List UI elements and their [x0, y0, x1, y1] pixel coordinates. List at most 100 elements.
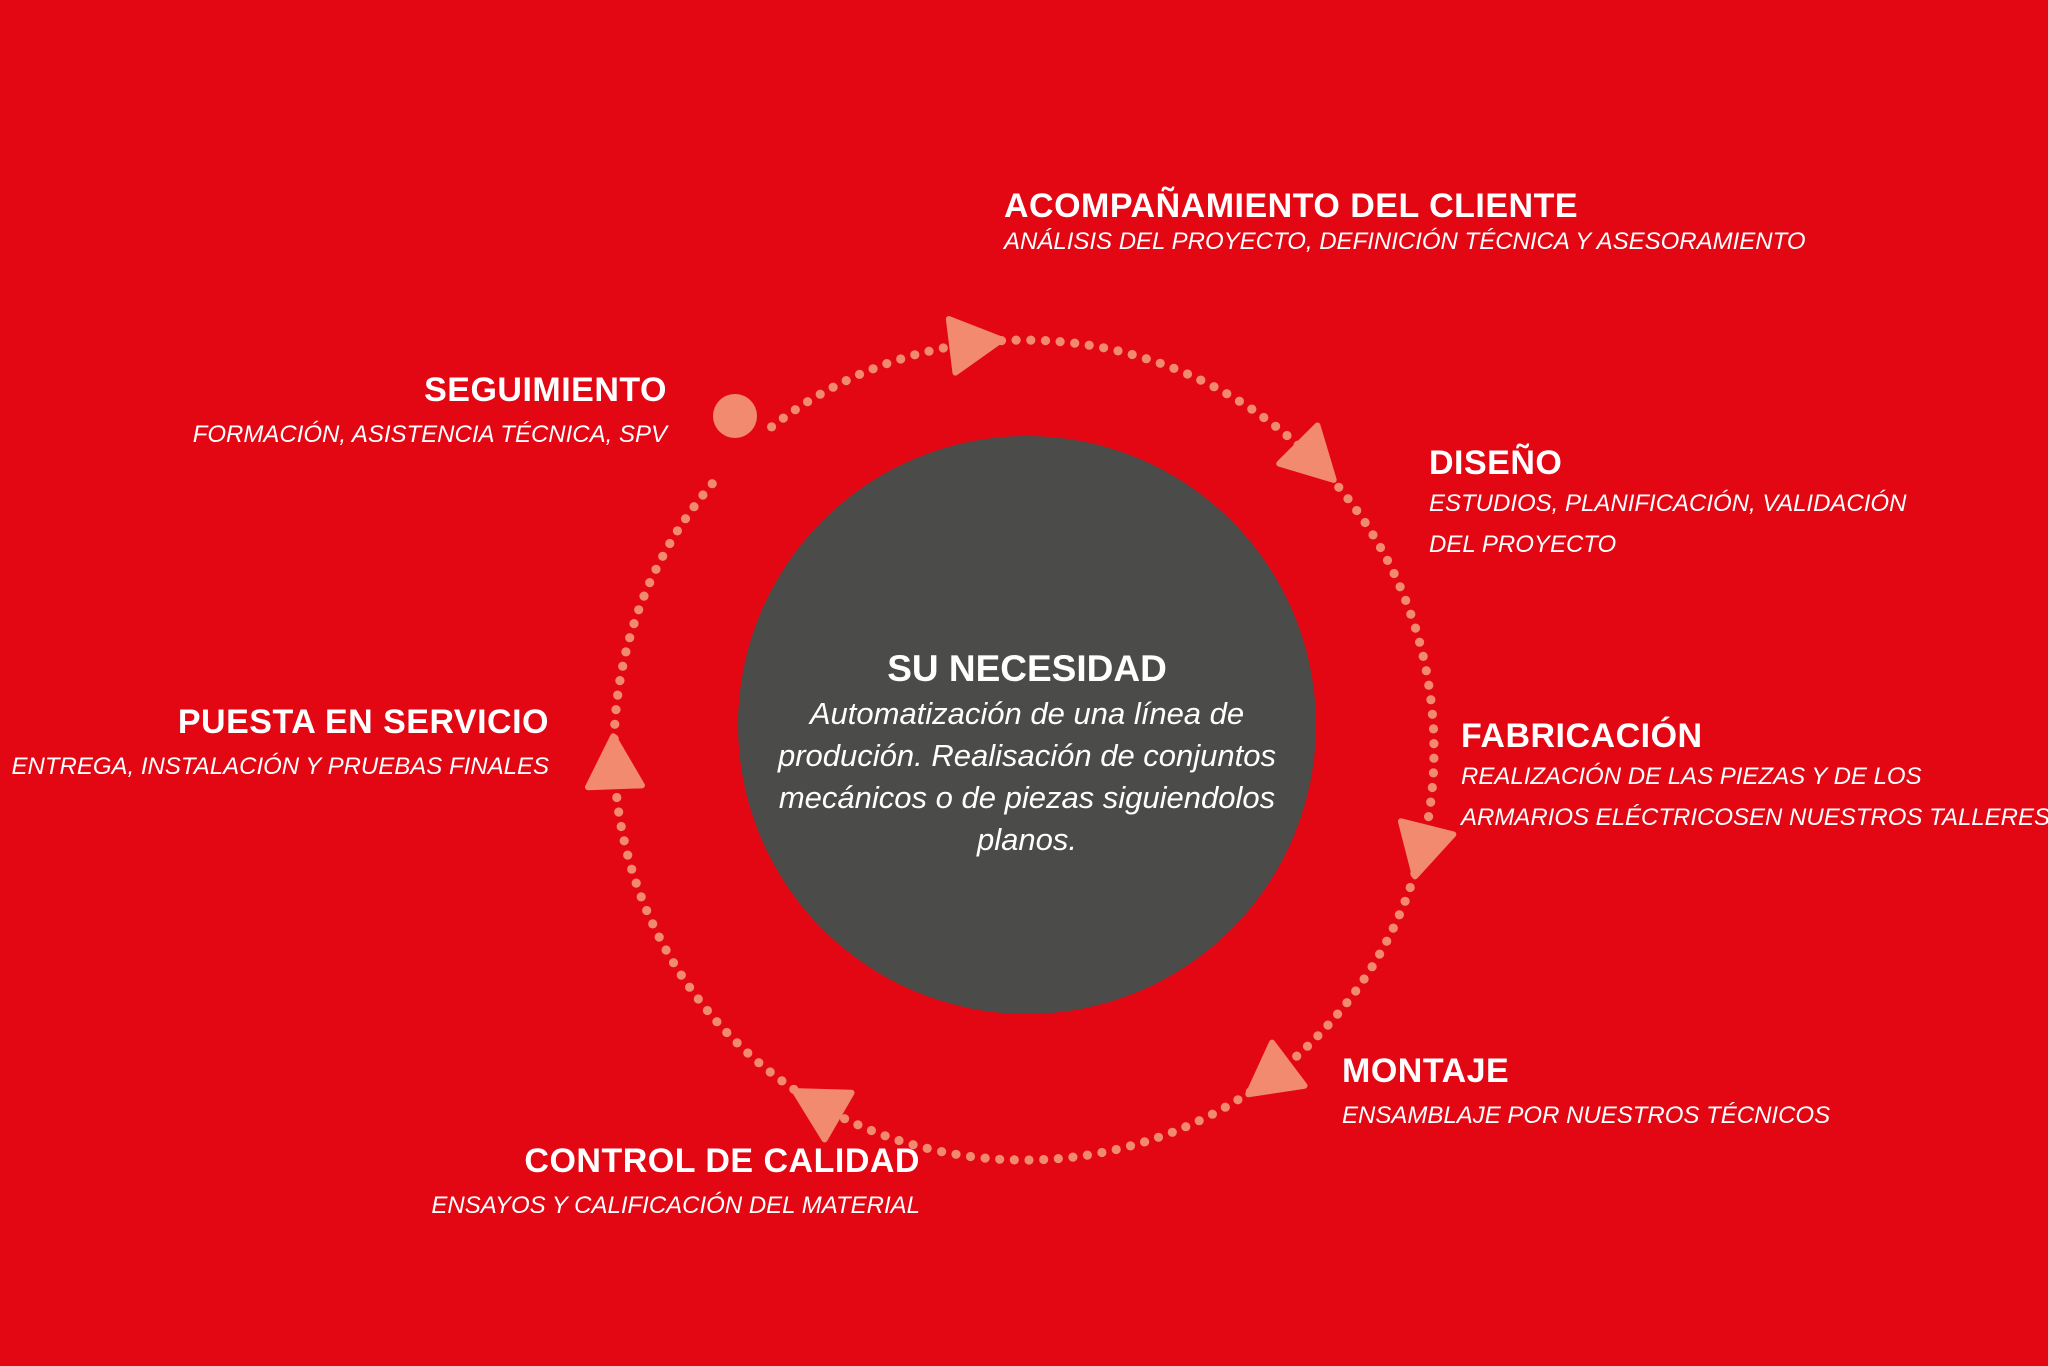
path-dot: [1382, 555, 1393, 566]
path-dot: [634, 605, 644, 615]
path-dot: [1169, 363, 1179, 373]
path-dot: [1400, 896, 1410, 906]
path-dot: [951, 1149, 961, 1159]
path-dot: [1323, 1020, 1333, 1030]
arrow-to-fabricacion: [1397, 818, 1457, 880]
path-dot: [995, 1154, 1005, 1164]
path-dot: [627, 864, 637, 874]
path-dot: [882, 359, 892, 369]
path-dot: [866, 1125, 877, 1136]
step-puesta-en-servicio: PUESTA EN SERVICIO ENTREGA, INSTALACIÓN …: [12, 702, 549, 787]
path-dot: [1181, 1122, 1191, 1132]
path-dot: [1040, 336, 1051, 346]
path-dot: [1426, 797, 1436, 807]
path-dot: [645, 578, 655, 588]
step-title: PUESTA EN SERVICIO: [177, 703, 549, 741]
path-dot: [639, 591, 649, 601]
step-title: FABRICACIÓN: [1461, 717, 1703, 755]
path-dot: [910, 350, 920, 360]
path-dot: [896, 354, 906, 364]
path-dot: [815, 389, 825, 399]
step-description-line-2: ARMARIOS ELÉCTRICOSEN NUESTROS TALLERES: [1461, 804, 2048, 831]
path-dot: [1410, 623, 1421, 633]
arrow-to-control-de-calidad: [791, 1088, 855, 1143]
step-description: ANÁLISIS DEL PROYECTO, DEFINICIÓN TÉCNIC…: [1004, 228, 1806, 255]
path-dot: [685, 982, 695, 992]
path-dot: [980, 1153, 990, 1163]
path-dot: [631, 878, 641, 888]
path-dot: [1360, 517, 1370, 528]
step-title: MONTAJE: [1342, 1052, 1510, 1090]
path-dot: [707, 479, 717, 489]
step-description: ENSAYOS Y CALIFICACIÓN DEL MATERIAL: [431, 1192, 920, 1219]
path-dot: [618, 661, 628, 671]
step-title: SEGUIMIENTO: [424, 371, 667, 409]
path-dot: [1011, 335, 1021, 345]
start-circle: [713, 394, 757, 438]
path-dot: [1282, 430, 1292, 441]
path-dot: [1395, 582, 1405, 592]
path-dot: [1375, 542, 1386, 553]
path-dot: [1382, 936, 1392, 946]
path-dot: [1375, 949, 1385, 959]
path-dot: [1207, 1109, 1217, 1119]
path-dot: [613, 690, 623, 700]
path-dot: [1125, 1141, 1136, 1151]
path-dot: [922, 1143, 932, 1153]
path-dot: [1234, 396, 1244, 406]
path-dot: [840, 1114, 850, 1124]
path-dot: [1222, 389, 1232, 399]
path-dot: [1271, 421, 1281, 431]
arrow-to-montaje: [1245, 1039, 1308, 1098]
path-dot: [1141, 354, 1151, 364]
path-dot: [702, 1005, 713, 1016]
path-dot: [1153, 1132, 1164, 1142]
path-dot: [938, 343, 948, 353]
path-dot: [661, 945, 671, 955]
path-dot: [636, 892, 646, 902]
path-dot: [803, 397, 813, 407]
path-dot: [1194, 1116, 1204, 1126]
path-dot: [616, 821, 626, 832]
step-montaje: MONTAJE ENSAMBLAJE POR NUESTROS TÉCNICOS: [1342, 1051, 1830, 1136]
path-dot: [924, 346, 934, 356]
path-dot: [880, 1131, 890, 1141]
path-dot: [642, 905, 652, 916]
path-dot: [1424, 680, 1434, 690]
path-dot: [894, 1135, 904, 1146]
path-dot: [611, 705, 621, 715]
path-dot: [1068, 1152, 1078, 1162]
step-description: ENTREGA, INSTALACIÓN Y PRUEBAS FINALES: [11, 753, 549, 780]
path-dot: [853, 1120, 863, 1130]
path-dot: [1342, 998, 1352, 1008]
path-dot: [625, 633, 635, 643]
path-dot: [693, 994, 703, 1004]
path-dot: [615, 676, 625, 686]
path-dot: [854, 369, 865, 379]
path-dot: [1421, 666, 1431, 676]
path-dot: [1405, 882, 1415, 893]
arrow-to-acompanamiento: [945, 315, 1005, 376]
step-seguimiento: SEGUIMIENTO FORMACIÓN, ASISTENCIA TÉCNIC…: [193, 370, 667, 455]
path-dot: [629, 619, 639, 629]
path-dot: [1424, 812, 1434, 822]
path-dot: [841, 376, 851, 386]
center-circle: [738, 436, 1316, 1014]
center-title: SU NECESIDAD: [887, 648, 1167, 689]
step-fabricacion: FABRICACIÓN REALIZACIÓN DE LAS PIEZAS Y …: [1461, 716, 2048, 838]
path-dot: [1196, 375, 1206, 385]
step-description: FORMACIÓN, ASISTENCIA TÉCNICA, SPV: [192, 421, 667, 448]
path-dot: [1292, 1051, 1302, 1061]
step-acompanamiento: ACOMPAÑAMIENTO DEL CLIENTE ANÁLISIS DEL …: [1004, 186, 1806, 258]
step-title: CONTROL DE CALIDAD: [524, 1142, 920, 1180]
path-dot: [1053, 1154, 1063, 1164]
path-dot: [778, 413, 788, 423]
path-dot: [1039, 1154, 1049, 1165]
path-dot: [1167, 1127, 1177, 1137]
path-dot: [1368, 530, 1378, 540]
path-dot: [621, 647, 631, 657]
path-dot: [619, 836, 629, 846]
path-dot: [908, 1140, 918, 1150]
path-dot: [1394, 910, 1404, 920]
